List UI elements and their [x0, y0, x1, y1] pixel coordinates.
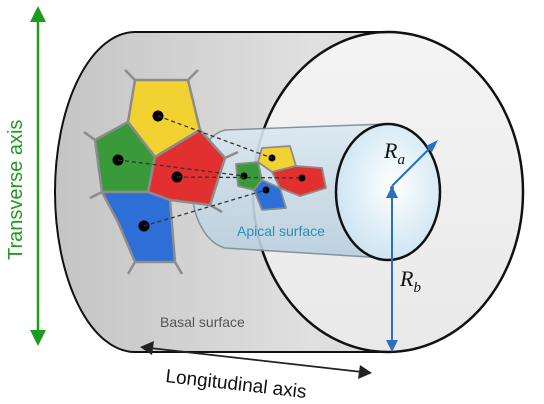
radius-ra-arrow	[391, 140, 438, 187]
lumen-opening	[334, 122, 442, 262]
basal-cell-cluster	[83, 69, 239, 275]
longitudinal-axis-label: Longitudinal axis	[164, 366, 307, 403]
transverse-axis-label: Transverse axis	[5, 120, 27, 260]
rb-label: Rb	[399, 266, 421, 296]
apical-surface-label: Apical surface	[237, 223, 325, 239]
apical-cell-cluster	[235, 145, 327, 211]
transverse-axis-arrow	[30, 6, 46, 346]
apical-cell-blue	[253, 179, 287, 211]
lumen-center-point	[390, 186, 394, 190]
basal-surface-label: Basal surface	[160, 314, 245, 330]
ra-label: Ra	[383, 138, 405, 168]
longitudinal-axis-arrow	[140, 341, 372, 379]
nucleus	[298, 174, 306, 182]
radius-rb-arrow	[386, 186, 398, 352]
nucleus-connectors	[117, 115, 303, 227]
